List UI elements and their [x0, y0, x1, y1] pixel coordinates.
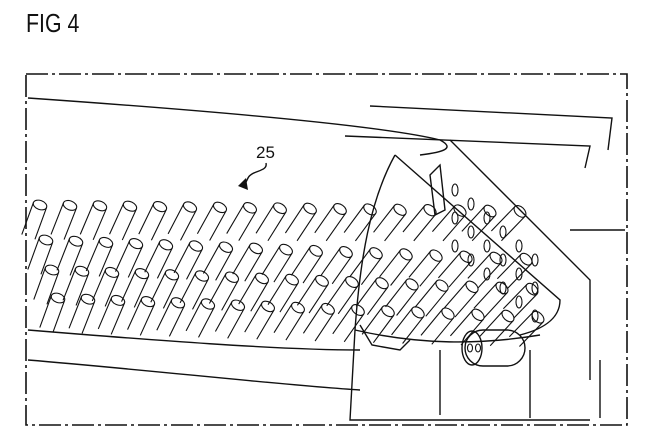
- reference-numeral-25: 25: [256, 143, 275, 162]
- drum-hole: [531, 281, 539, 295]
- drum-hole: [467, 225, 475, 239]
- tine-cylinder: [302, 302, 335, 342]
- tine-cylinder: [50, 199, 78, 240]
- tine-cylinder: [226, 201, 257, 241]
- dash-dot-boundary: [25, 73, 628, 426]
- drum-hole: [451, 211, 459, 225]
- tine-cylinder: [68, 293, 96, 334]
- tine-cylinder: [461, 204, 497, 242]
- drum-hole: [499, 225, 507, 239]
- tine-cylinder: [402, 204, 437, 242]
- tine-cylinder: [39, 292, 66, 333]
- tine-cylinder: [420, 307, 455, 345]
- tine-cylinder: [496, 252, 533, 289]
- drum-hole: [499, 281, 507, 295]
- drum-hole: [499, 253, 507, 267]
- tine-cylinder: [255, 202, 287, 242]
- drum-hole: [515, 239, 523, 253]
- tine-cylinder: [127, 296, 156, 336]
- tine-cylinder: [144, 239, 174, 279]
- tine-cylinder: [202, 241, 234, 281]
- drum-hole: [483, 239, 491, 253]
- tine-cylinder: [167, 201, 198, 241]
- tine-cylinder: [185, 298, 216, 338]
- tine-cylinder: [314, 202, 347, 242]
- tine-cylinder: [156, 297, 186, 337]
- tine-cylinder: [385, 278, 419, 316]
- tine-cylinder: [79, 200, 108, 241]
- housing-outline: [27, 97, 625, 421]
- tine-cylinder: [85, 236, 114, 277]
- drum-hole: [515, 267, 523, 281]
- tine-cylinder: [91, 266, 120, 307]
- tine-cylinder: [97, 294, 126, 335]
- drum-hole: [451, 239, 459, 253]
- drum-hole: [467, 253, 475, 267]
- arrow-head-icon: [238, 178, 248, 190]
- tine-cylinder: [62, 265, 90, 306]
- tine-cylinder: [208, 271, 240, 311]
- tine-cylinder: [138, 200, 168, 241]
- tine-cylinder: [373, 203, 407, 242]
- tine-cylinder: [290, 244, 323, 284]
- tine-cylinder: [473, 281, 509, 319]
- tine-cylinder: [284, 202, 317, 242]
- tine-cylinder: [244, 300, 275, 340]
- drum-hole: [483, 211, 491, 225]
- tine-cylinder: [179, 270, 210, 310]
- tine-cylinder: [502, 282, 539, 319]
- drum-hole: [451, 183, 459, 197]
- tine-cylinder: [479, 309, 515, 347]
- drum-hole: [531, 309, 539, 323]
- tine-cylinder: [115, 238, 144, 278]
- tine-cylinder: [109, 200, 138, 241]
- drum-hole: [515, 295, 523, 309]
- tine-cylinder: [173, 240, 204, 280]
- tine-cylinder: [379, 248, 413, 286]
- tine-cylinder: [361, 305, 395, 344]
- tine-cylinder: [296, 274, 329, 314]
- tine-cylinder: [320, 245, 353, 285]
- tine-cylinder: [150, 269, 180, 309]
- tine-cylinder: [232, 242, 263, 282]
- drum-hole: [531, 253, 539, 267]
- tine-cylinder: [437, 250, 473, 288]
- tine-cylinder: [391, 306, 425, 344]
- tine-cylinder: [490, 205, 527, 242]
- tine-cylinder: [56, 235, 84, 276]
- leader-arrow: [243, 162, 267, 187]
- tine-cylinder: [431, 204, 467, 242]
- tine-cylinder: [332, 303, 365, 343]
- tine-cylinder: [261, 243, 293, 283]
- tine-cylinder: [326, 275, 359, 315]
- tine-cylinder: [196, 201, 228, 241]
- tine-cylinder: [443, 280, 479, 318]
- drum-hole: [483, 267, 491, 281]
- tine-cylinder: [121, 268, 150, 308]
- tine-cylinder: [238, 272, 269, 312]
- tine-cylinder: [21, 199, 48, 240]
- tine-cylinder: [33, 264, 60, 305]
- tine-cylinder: [414, 279, 449, 317]
- drum-hole: [467, 197, 475, 211]
- tine-cylinder: [267, 273, 299, 313]
- figure-title: FIG 4: [26, 8, 80, 38]
- tine-cylinder: [343, 203, 377, 242]
- tine-cylinder: [349, 247, 383, 286]
- tine-cylinder: [449, 308, 485, 346]
- tine-cylinder: [408, 249, 443, 287]
- tine-cylinder: [27, 234, 54, 275]
- tine-cylinder: [273, 301, 305, 341]
- tine-cylinder: [214, 299, 246, 339]
- tine-cylinder: [355, 277, 389, 316]
- tine-array: [21, 183, 545, 347]
